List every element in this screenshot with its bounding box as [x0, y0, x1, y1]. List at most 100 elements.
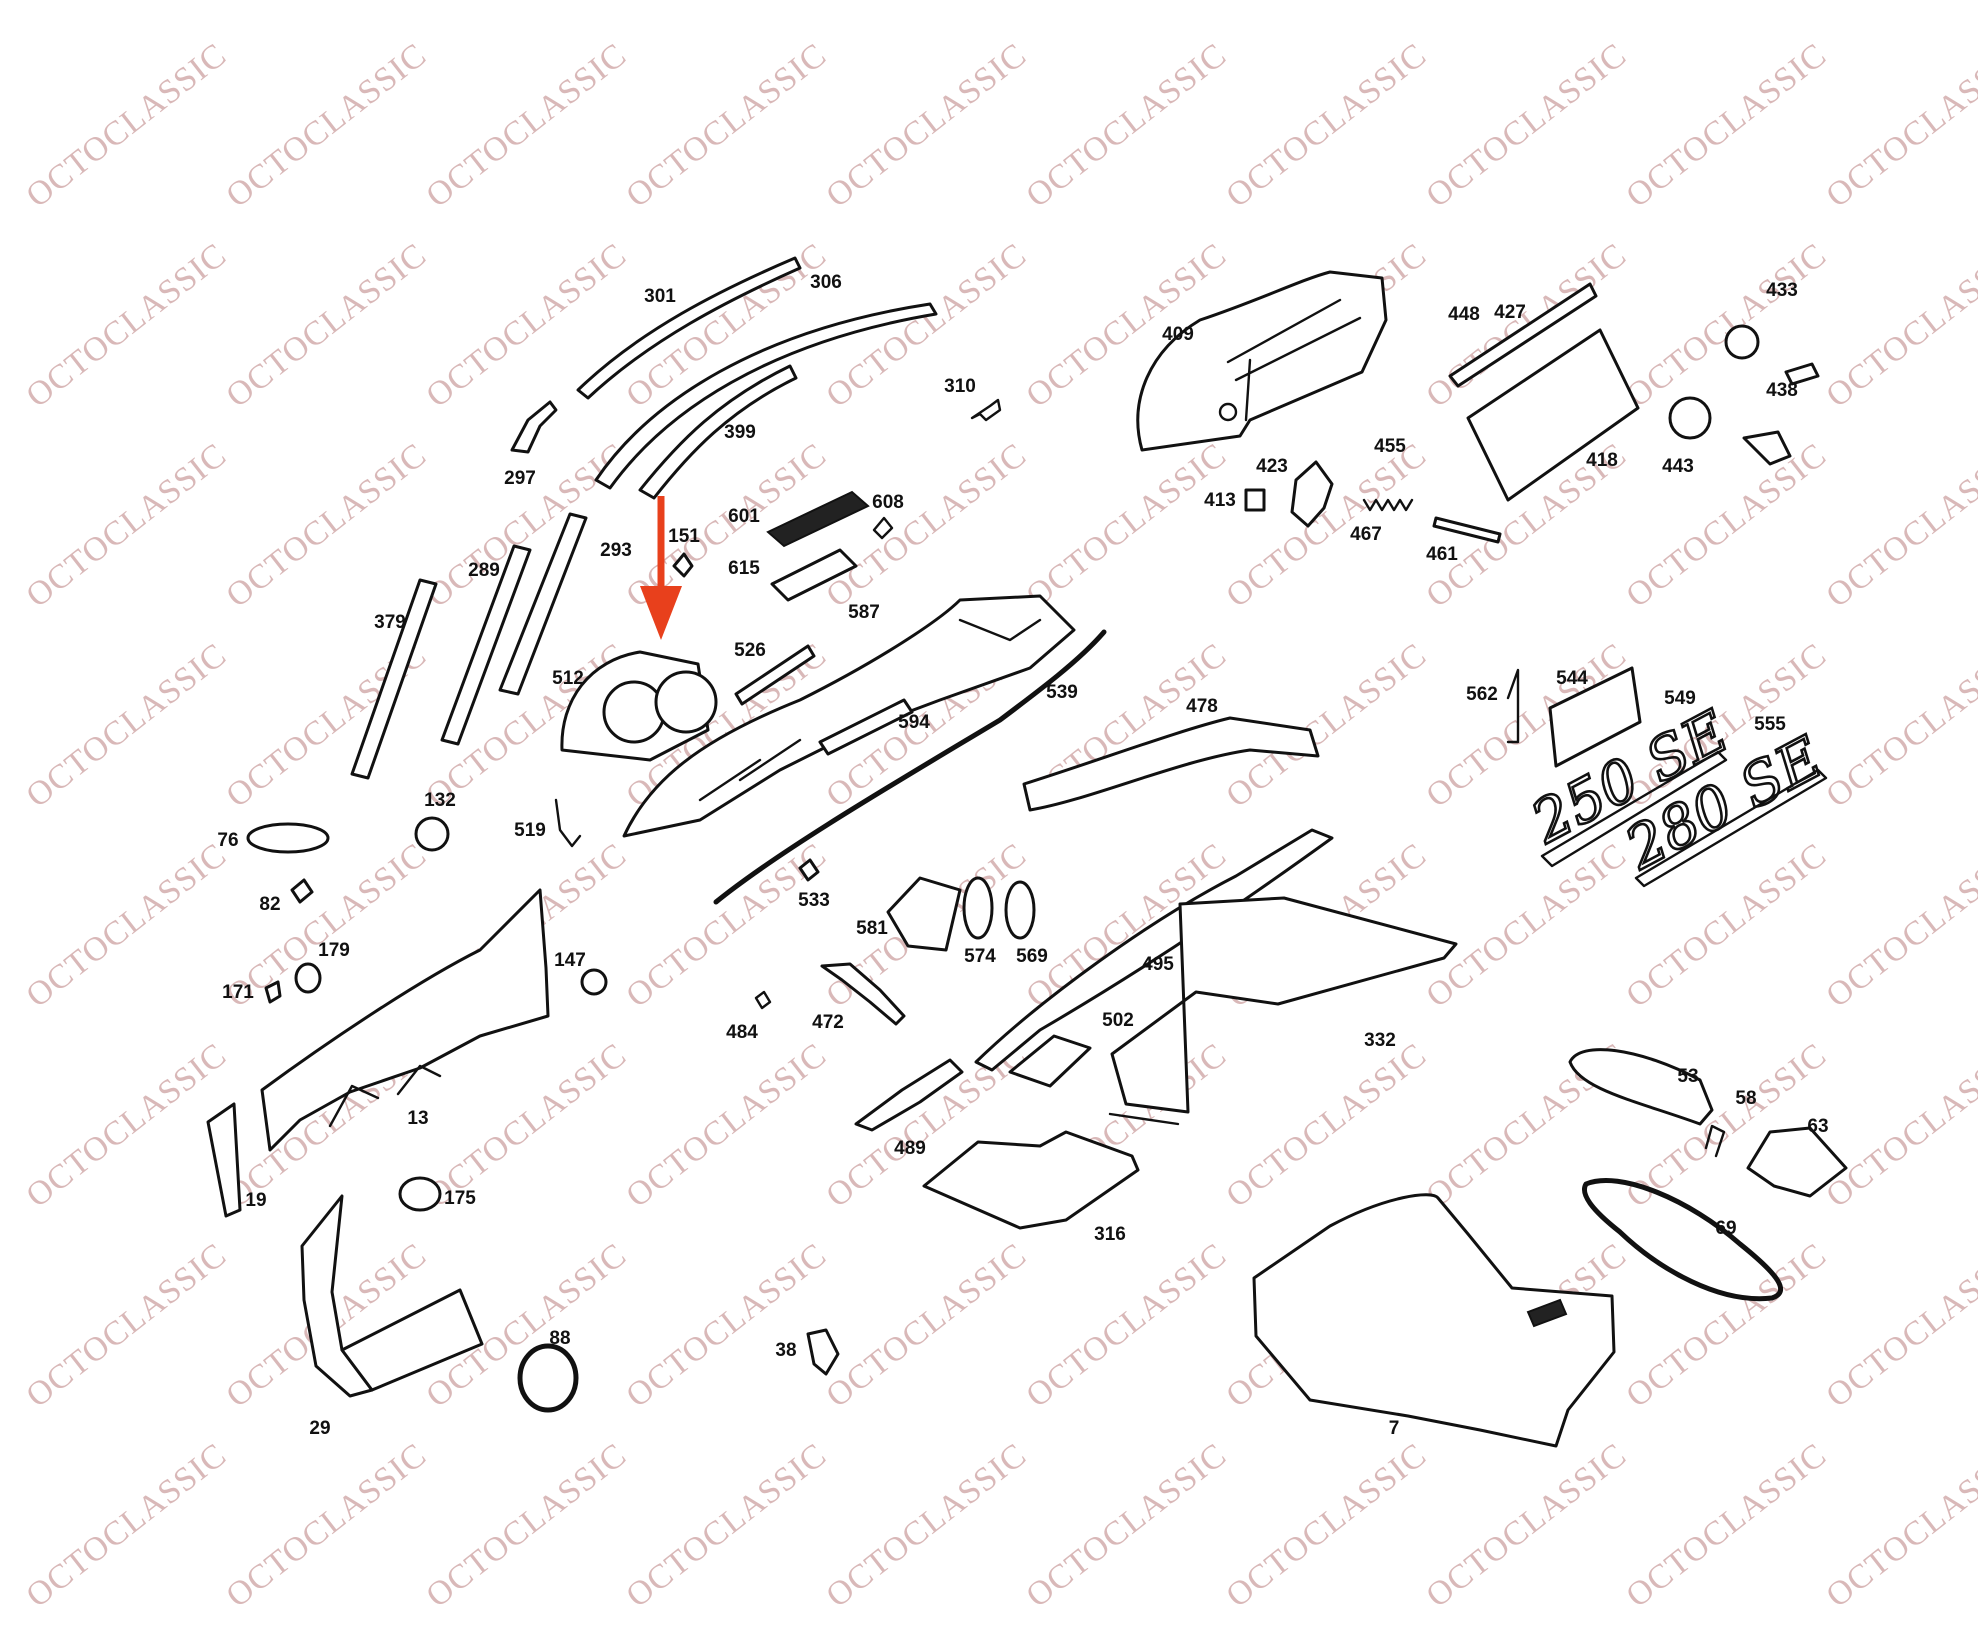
- part-label: 399: [724, 422, 756, 443]
- watermark-text: OCTOCLASSIC: [1819, 436, 1978, 615]
- watermark-text: OCTOCLASSIC: [1819, 1436, 1978, 1615]
- part-label: 301: [644, 286, 676, 307]
- part-433-lock: [1724, 324, 1760, 360]
- watermark-text: OCTOCLASSIC: [219, 436, 433, 615]
- part-label: 418: [1586, 450, 1618, 471]
- part-label: 310: [944, 376, 976, 397]
- watermark-text: OCTOCLASSIC: [419, 236, 633, 415]
- watermark-text: OCTOCLASSIC: [419, 1436, 633, 1615]
- part-label: 175: [444, 1188, 476, 1209]
- part-label: 549: [1664, 688, 1696, 709]
- part-label: 38: [775, 1340, 796, 1361]
- part-label: 289: [468, 560, 500, 581]
- part-587-details: [698, 618, 1042, 802]
- part-label: 19: [245, 1190, 266, 1211]
- badge-250-outline: [1540, 750, 1728, 868]
- part-label: 574: [964, 946, 996, 967]
- part-427-strip: [1448, 282, 1598, 388]
- part-467-spring: [1362, 498, 1414, 512]
- watermark-text: OCTOCLASSIC: [619, 1236, 833, 1415]
- part-399-strip: [638, 364, 798, 500]
- watermark-text: OCTOCLASSIC: [619, 836, 833, 1015]
- part-7-panel: [1252, 1193, 1616, 1448]
- part-label: 332: [1364, 1030, 1396, 1051]
- part-label: 587: [848, 602, 880, 623]
- watermark-text: OCTOCLASSIC: [1819, 36, 1978, 215]
- watermark-text: OCTOCLASSIC: [819, 36, 1033, 215]
- watermark-text: OCTOCLASSIC: [619, 36, 833, 215]
- part-label: 615: [728, 558, 760, 579]
- highlight-arrow-head: [640, 586, 682, 640]
- part-label: 495: [1142, 954, 1174, 975]
- part-label: 448: [1448, 304, 1480, 325]
- part-297-bracket: [510, 400, 558, 454]
- part-label: 526: [734, 640, 766, 661]
- part-label: 594: [898, 712, 930, 733]
- part-461-rod: [1432, 516, 1502, 544]
- part-label: 467: [1350, 524, 1382, 545]
- part-label: 438: [1766, 380, 1798, 401]
- watermark-text: OCTOCLASSIC: [1419, 1436, 1633, 1615]
- part-label: 562: [1466, 684, 1498, 705]
- watermark-text: OCTOCLASSIC: [619, 1036, 833, 1215]
- part-label: 76: [217, 830, 238, 851]
- part-label: 88: [549, 1328, 570, 1349]
- watermark-text: OCTOCLASSIC: [1619, 36, 1833, 215]
- watermark-text: OCTOCLASSIC: [19, 1436, 233, 1615]
- watermark-text: OCTOCLASSIC: [219, 1436, 433, 1615]
- part-484-clip: [754, 990, 772, 1010]
- watermark-text: OCTOCLASSIC: [219, 236, 433, 415]
- part-label: 455: [1374, 436, 1406, 457]
- part-301-strip: [576, 256, 802, 400]
- part-label: 423: [1256, 456, 1288, 477]
- watermark-text: OCTOCLASSIC: [1219, 436, 1433, 615]
- part-label: 569: [1016, 946, 1048, 967]
- watermark-text: OCTOCLASSIC: [19, 836, 233, 1015]
- part-label: 53: [1677, 1066, 1698, 1087]
- part-151-clip: [672, 552, 694, 578]
- part-label: 478: [1186, 696, 1218, 717]
- part-69-seal: [1582, 1178, 1784, 1302]
- part-label: 171: [222, 982, 254, 1003]
- part-63-bracket: [1746, 1126, 1848, 1198]
- part-502-frame: [1008, 1034, 1092, 1088]
- part-409-detail: [1226, 298, 1362, 422]
- watermark-text: OCTOCLASSIC: [1619, 436, 1833, 615]
- part-581-vent: [886, 876, 962, 952]
- part-label: 13: [407, 1108, 428, 1129]
- part-533-clip: [798, 858, 820, 882]
- part-478-trim: [1022, 716, 1320, 812]
- watermark-text: OCTOCLASSIC: [1219, 1436, 1433, 1615]
- part-495-trim: [974, 828, 1334, 1072]
- watermark-text: OCTOCLASSIC: [1619, 1436, 1833, 1615]
- part-label: 82: [259, 894, 280, 915]
- part-615-plate: [770, 548, 858, 602]
- part-label: 427: [1494, 302, 1526, 323]
- watermark-text: OCTOCLASSIC: [1819, 1236, 1978, 1415]
- part-label: 413: [1204, 490, 1236, 511]
- part-label: 484: [726, 1022, 758, 1043]
- watermark-text: OCTOCLASSIC: [1019, 36, 1233, 215]
- watermark-text: OCTOCLASSIC: [819, 1236, 1033, 1415]
- watermark-text: OCTOCLASSIC: [1819, 836, 1978, 1015]
- part-label: 29: [309, 1418, 330, 1439]
- part-13-detail: [328, 1064, 442, 1128]
- part-label: 297: [504, 468, 536, 489]
- watermark-text: OCTOCLASSIC: [619, 1436, 833, 1615]
- part-418-lid: [1466, 328, 1640, 502]
- part-519-bracket: [554, 798, 582, 848]
- watermark-text: OCTOCLASSIC: [619, 236, 833, 415]
- part-423-latch: [1290, 460, 1334, 528]
- part-179-grommet: [294, 962, 322, 994]
- part-472-handle: [820, 962, 906, 1026]
- part-label: 544: [1556, 668, 1588, 689]
- part-413-plate: [1244, 488, 1266, 512]
- part-label: 608: [872, 492, 904, 513]
- part-409-glovebox: [1136, 270, 1388, 452]
- part-label: 147: [554, 950, 586, 971]
- part-label: 489: [894, 1138, 926, 1159]
- watermark-text: OCTOCLASSIC: [1419, 836, 1633, 1015]
- part-147-grommet: [580, 968, 608, 996]
- part-316-mat: [922, 1130, 1140, 1230]
- watermark-text: OCTOCLASSIC: [1019, 436, 1233, 615]
